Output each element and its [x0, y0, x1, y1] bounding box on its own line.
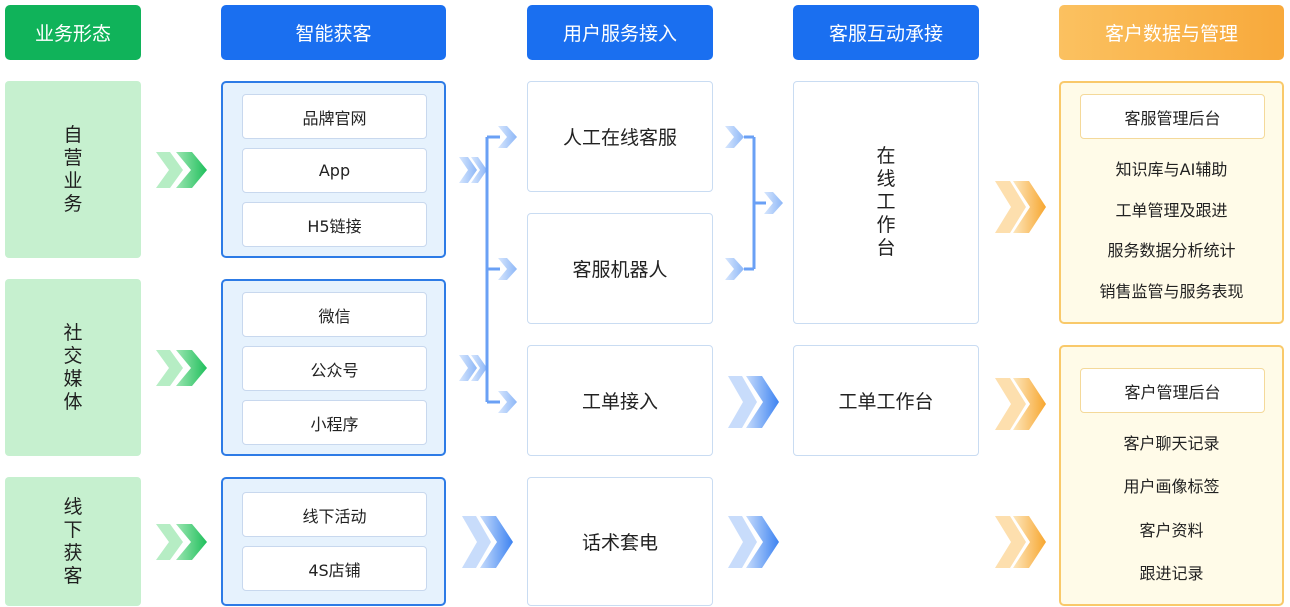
panel-item: 知识库与AI辅助 [1115, 160, 1228, 179]
category-self-operated: 自营业务 [5, 81, 141, 258]
channel-group-self: 品牌官网 App H5链接 [221, 81, 446, 258]
panel-title: 客户管理后台 [1080, 368, 1265, 413]
panel-item: 工单管理及跟进 [1115, 201, 1228, 220]
category-offline: 线下获客 [5, 477, 141, 606]
online-workspace: 在线工作台 [793, 81, 979, 324]
panel-item: 客户资料 [1139, 521, 1204, 540]
header-business-form: 业务形态 [5, 5, 141, 60]
category-label: 自营业务 [63, 123, 83, 215]
header-customer-interaction: 客服互动承接 [793, 5, 979, 60]
panel-title: 客服管理后台 [1080, 94, 1265, 139]
customer-admin-panel: 客户管理后台 客户聊天记录 用户画像标签 客户资料 跟进记录 [1059, 345, 1284, 606]
blue-chevron-icon [498, 126, 517, 413]
channel-item: 微信 [242, 292, 427, 337]
category-social-media: 社交媒体 [5, 279, 141, 456]
category-label: 线下获客 [63, 495, 83, 587]
orange-chevron-icon [995, 378, 1046, 430]
blue-chevron-icon [462, 516, 513, 568]
service-admin-panel: 客服管理后台 知识库与AI辅助 工单管理及跟进 服务数据分析统计 销售监管与服务… [1059, 81, 1284, 324]
green-chevron-icon [156, 350, 207, 386]
orange-chevron-icon [995, 516, 1046, 568]
blue-chevron-icon [725, 126, 744, 280]
blue-chevron-icon [728, 376, 779, 428]
ticket-workspace: 工单工作台 [793, 345, 979, 456]
panel-item: 跟进记录 [1139, 564, 1204, 583]
category-label: 社交媒体 [63, 321, 83, 413]
channel-item: 线下活动 [242, 492, 427, 537]
channel-group-social: 微信 公众号 小程序 [221, 279, 446, 456]
panel-item: 服务数据分析统计 [1107, 241, 1236, 260]
access-chatbot: 客服机器人 [527, 213, 713, 324]
green-chevron-icon [156, 152, 207, 188]
orange-chevron-icon [995, 181, 1046, 233]
panel-item: 用户画像标签 [1123, 477, 1220, 496]
channel-item: 小程序 [242, 400, 427, 445]
panel-item: 销售监管与服务表现 [1099, 282, 1244, 301]
panel-item: 客户聊天记录 [1123, 434, 1220, 453]
blue-chevron-icon [728, 516, 779, 568]
channel-item: 4S店铺 [242, 546, 427, 591]
header-customer-data: 客户数据与管理 [1059, 5, 1284, 60]
online-workspace-label: 在线工作台 [876, 145, 896, 259]
blue-chevron-icon [459, 157, 487, 381]
channel-group-offline: 线下活动 4S店铺 [221, 477, 446, 606]
green-chevron-icon [156, 524, 207, 560]
access-human-agent: 人工在线客服 [527, 81, 713, 192]
blue-chevron-icon [764, 192, 783, 214]
channel-item: 品牌官网 [242, 94, 427, 139]
channel-item: H5链接 [242, 202, 427, 247]
access-script-call: 话术套电 [527, 477, 713, 606]
channel-item: 公众号 [242, 346, 427, 391]
header-user-service-access: 用户服务接入 [527, 5, 713, 60]
channel-item: App [242, 148, 427, 193]
access-ticket: 工单接入 [527, 345, 713, 456]
header-smart-acquisition: 智能获客 [221, 5, 446, 60]
